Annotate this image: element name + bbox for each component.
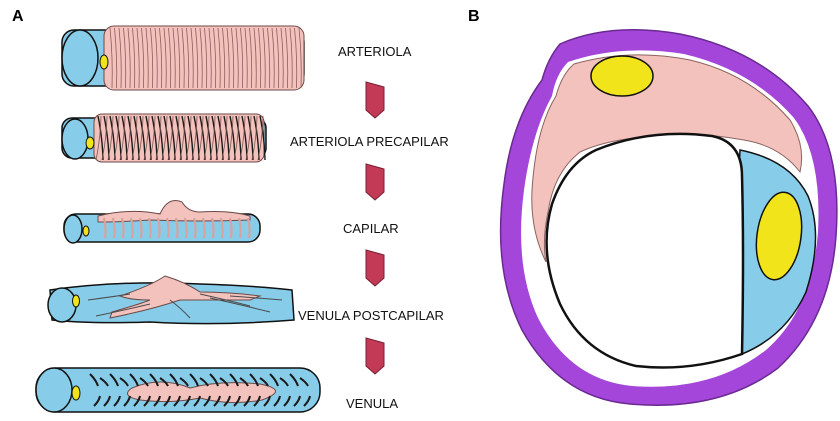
nucleus — [86, 137, 94, 149]
arrow-4 — [366, 338, 384, 374]
venula-postcapilar-vessel — [48, 276, 294, 324]
nucleus — [100, 55, 108, 69]
nucleus — [83, 226, 89, 236]
vessel-cross-section — [501, 30, 837, 405]
arrow-1 — [366, 82, 384, 118]
capilar-vessel — [64, 201, 260, 244]
arteriola-precapilar-vessel — [62, 114, 266, 162]
pericyte — [98, 201, 250, 223]
arrow-2 — [366, 164, 384, 200]
arrow-3 — [366, 250, 384, 286]
pericyte-nucleus — [591, 56, 653, 96]
nucleus — [73, 295, 80, 307]
nucleus — [72, 386, 80, 400]
smooth-muscle-layer — [94, 114, 265, 162]
smooth-muscle-layer — [104, 26, 304, 90]
arteriola-vessel — [62, 26, 304, 90]
venula-vessel — [36, 368, 320, 412]
